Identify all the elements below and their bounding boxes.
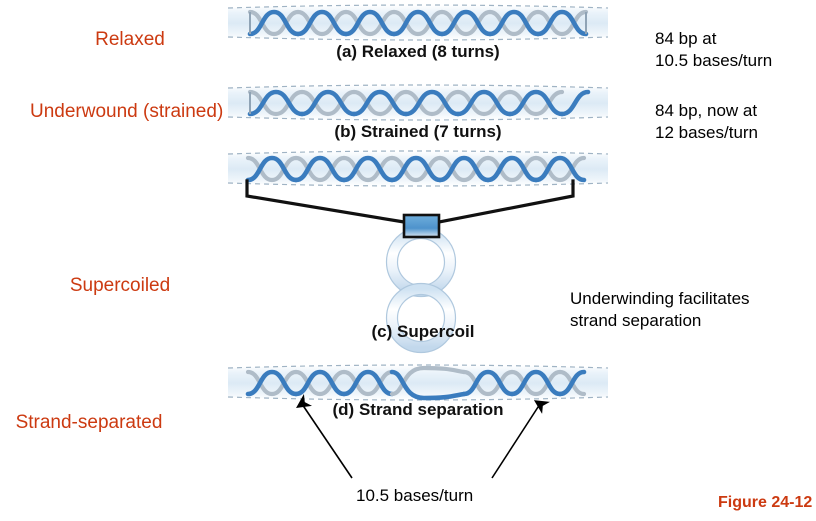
panel-c-dna-helix — [227, 150, 609, 187]
strand-separation-bubble — [389, 365, 467, 401]
panel-a-dna-helix — [227, 4, 609, 41]
supercoil-crossing-node — [402, 213, 441, 239]
caption-panel-c: (c) Supercoil — [371, 322, 475, 341]
caption-panel-a: (a) Relaxed (8 turns) — [336, 42, 500, 61]
panel-b-dna-helix — [227, 84, 609, 121]
supercoil-bracket — [245, 179, 575, 224]
side-label-underwound: Underwound (strained) — [30, 101, 224, 122]
note-underwinding: Underwinding facilitates strand separati… — [570, 289, 750, 330]
note-strained-bp: 84 bp, now at 12 bases/turn — [655, 101, 759, 142]
caption-panel-b: (b) Strained (7 turns) — [334, 122, 502, 141]
panel-d-dna-helix — [227, 364, 609, 401]
figure-credit: Figure 24-12 — [718, 494, 813, 511]
note-relaxed-bp: 84 bp at 10.5 bases/turn — [655, 29, 773, 70]
bottom-note-bases-per-turn: 10.5 bases/turn — [356, 486, 474, 505]
side-label-strand-separated: Strand-separated — [15, 412, 163, 433]
caption-panel-d: (d) Strand separation — [332, 400, 504, 419]
side-label-relaxed: Relaxed — [95, 29, 165, 50]
side-label-supercoiled: Supercoiled — [69, 275, 171, 296]
